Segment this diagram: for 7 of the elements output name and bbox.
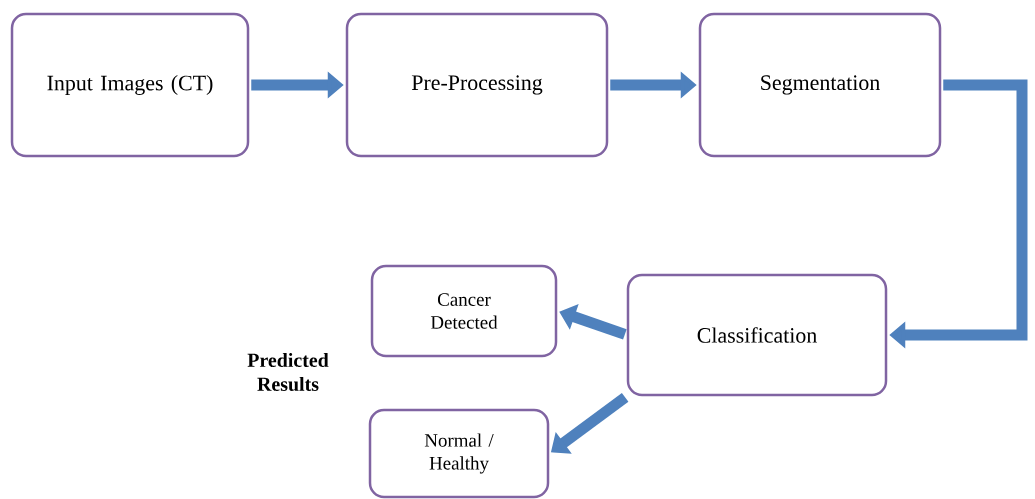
process-box: Segmentation	[698, 12, 942, 158]
process-box: Pre-Processing	[345, 12, 609, 158]
process-box: Cancer Detected	[370, 264, 558, 358]
process-box: Classification	[626, 273, 888, 397]
process-box: Input Images (CT)	[10, 12, 250, 158]
side-label: Predicted Results	[247, 353, 329, 391]
process-box: Normal / Healthy	[368, 408, 550, 499]
